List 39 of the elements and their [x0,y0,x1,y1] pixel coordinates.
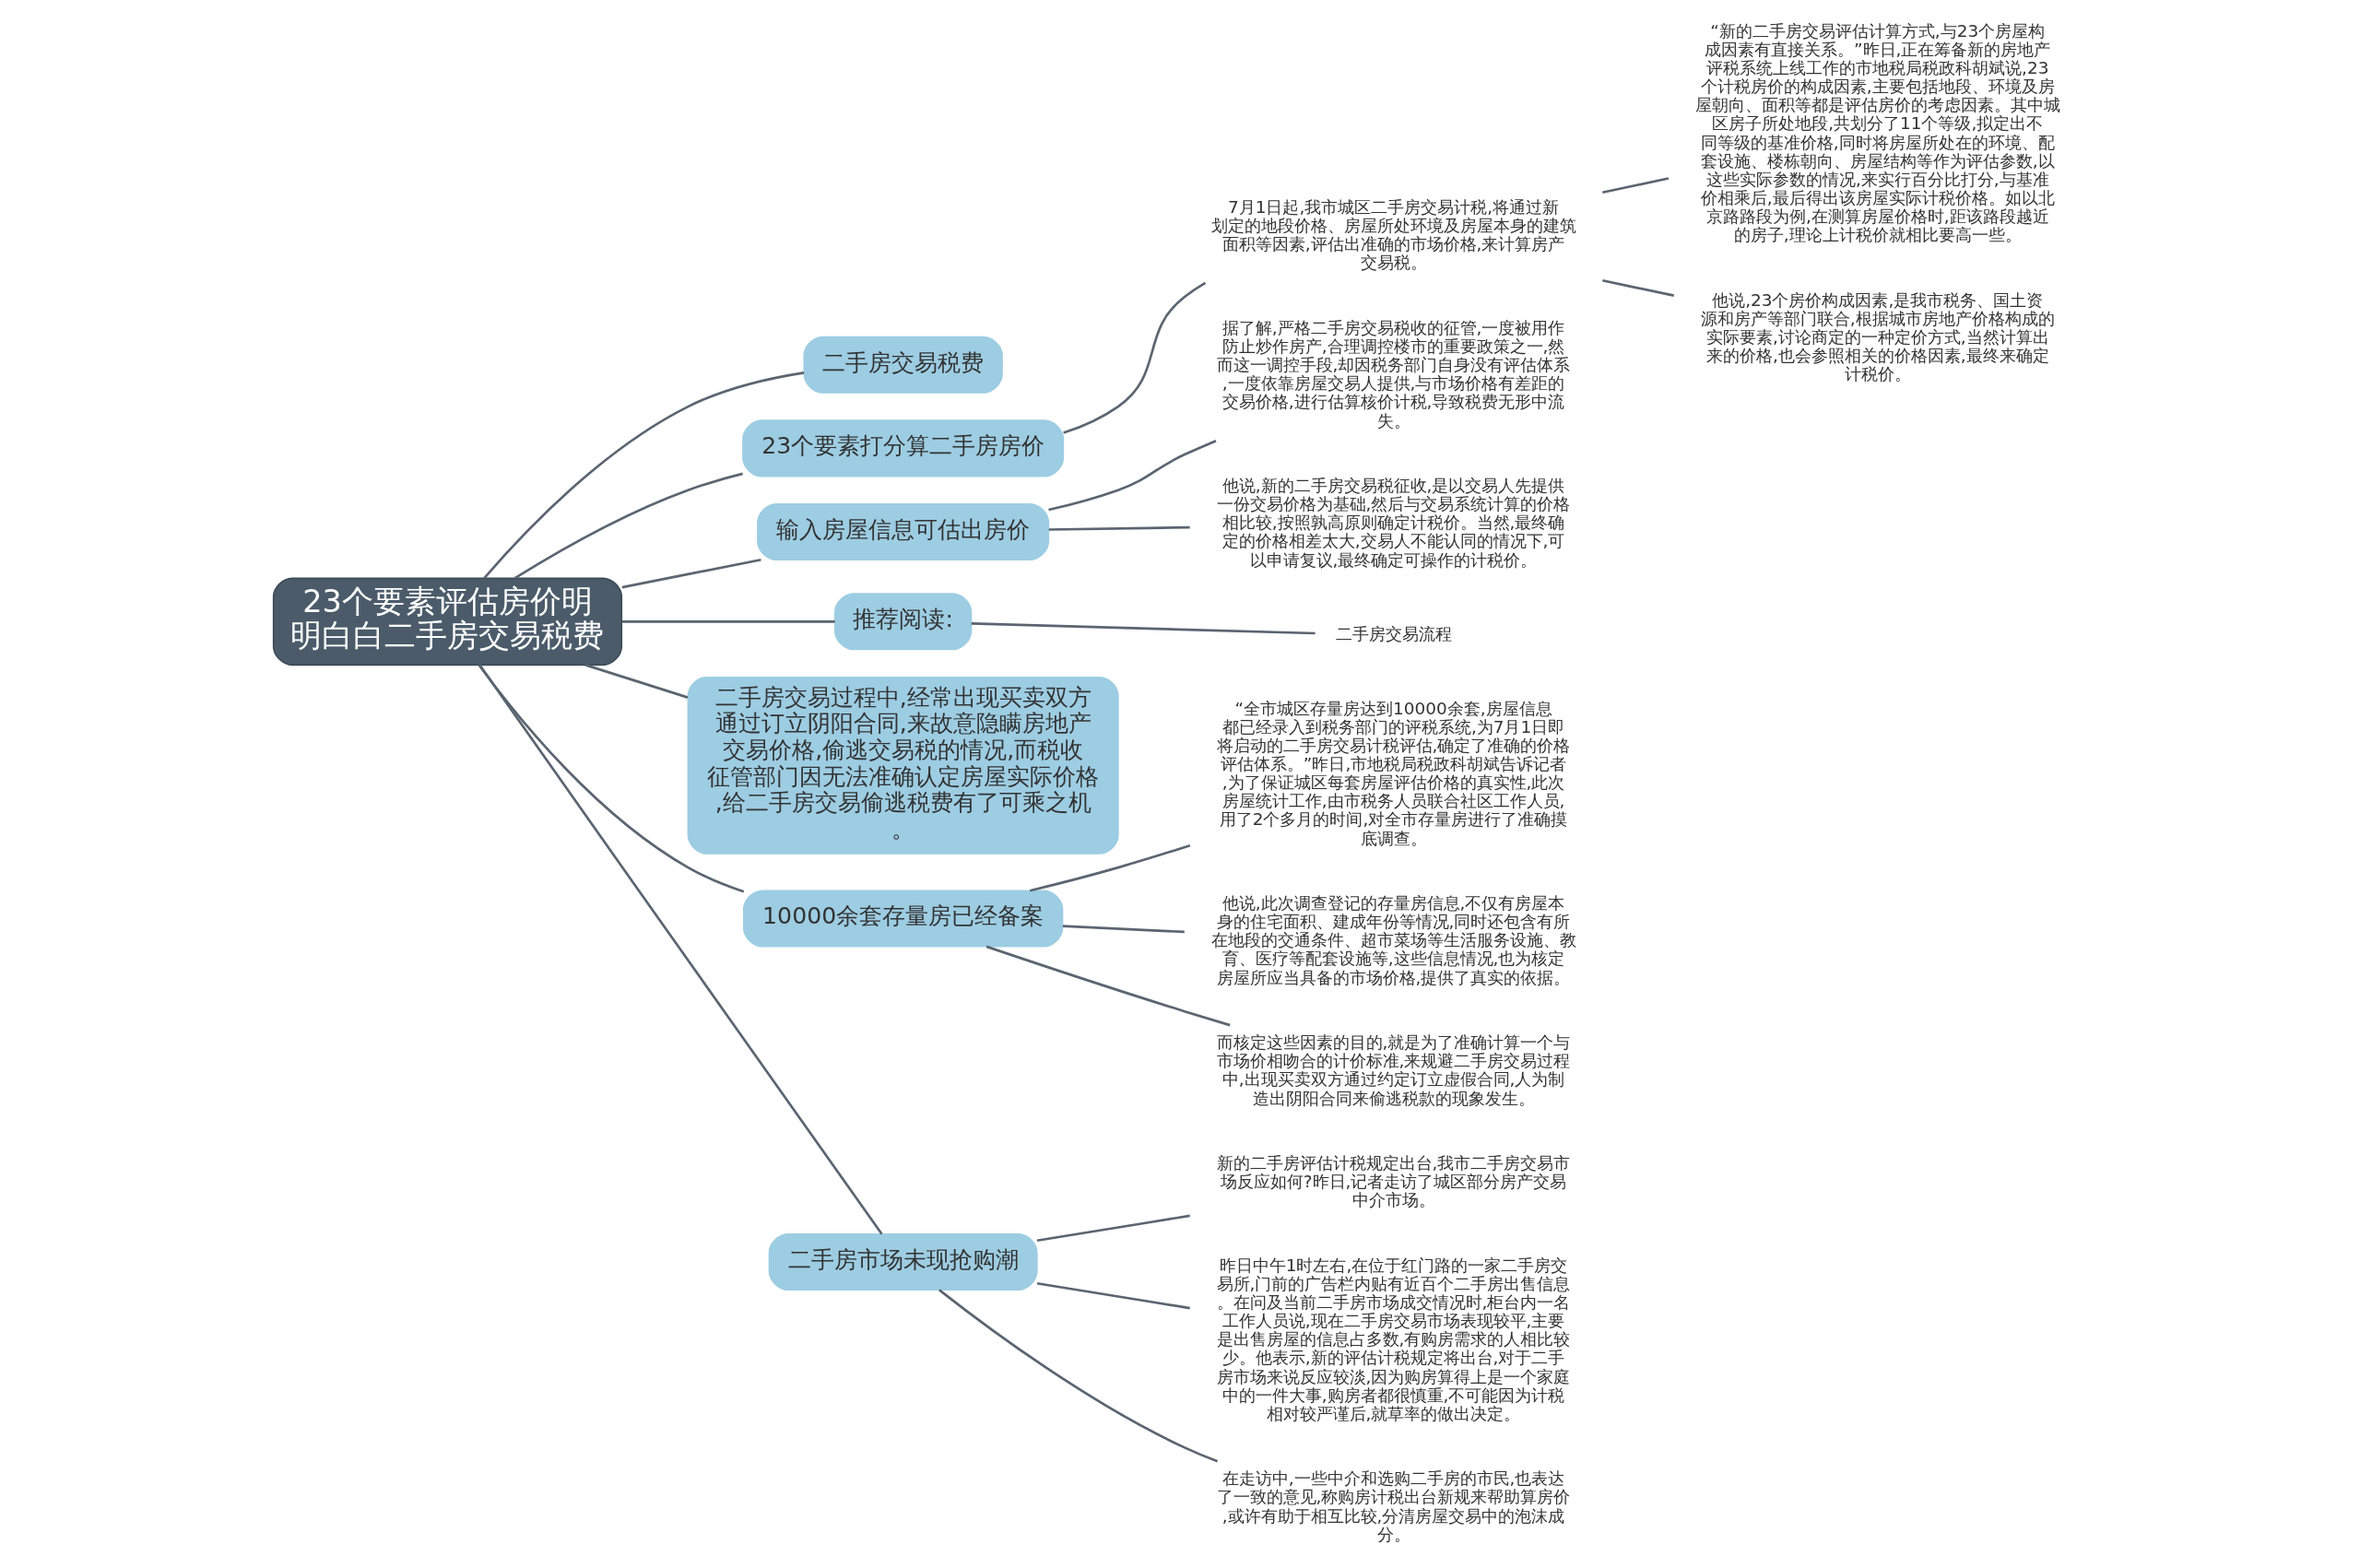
connector [938,1289,1219,1463]
connector [621,619,835,623]
node-box: 二手房市场未现抢购潮 [768,1232,1038,1291]
node-text: 昨日中午1时左右,在位于红门路的一家二手房交易所,门前的广告栏内贴有近百个二手房出售信息。在问及当前二手房市场成交情况时,柜台内一名工作人员说,现在二手房交易市场表现较平,主要是出售房屋的信息占多数,有购房需求的人相比较少。他表示,新的评估计税规定将出台,对于二手房市场来说反应较淡,因为购房算得上是一个家庭中的一件大事,购房者都很慎重,不可能因为计税相对较严谨后,就草率的做出决定。 [1216,1255,1571,1423]
node-text: 在走访中,一些中介和选购二手房的市民,也表达了一致的意见,称购房计税出台新规来帮助算房价,或许有助于相互比较,分清房屋交易中的泡沫成分。 [1216,1468,1571,1544]
node-text: 他说,此次调查登记的存量房信息,不仅有房屋本身的住宅面积、建成年份等情况,同时还包含有所在地段的交通条件、超市菜场等生活服务设施、教育、医疗等配套设施等,这些信息情况,也为核定房屋所应当具备的市场价格,提供了真实的依据。 [1210,893,1576,987]
node-text: 他说,23个房价构成因素,是我市税务、国土资源和房产等部门联合,根据城市房地产价格构成的实际要素,讨论商定的一种定价方式,当然计算出来的价格,也会参照相关的价格因素,最终来确定计税价。 [1700,289,2055,384]
node-text: 新的二手房评估计税规定出台,我市二手房交易市场反应如何?昨日,记者走访了城区部分房产交易中介市场。 [1216,1152,1571,1210]
connector [513,472,743,580]
connector [1048,439,1217,512]
node-box: 二手房交易税费 [803,336,1003,394]
connector [1602,278,1674,297]
connector [1036,1281,1190,1310]
node-text: 7月1日起,我市城区二手房交易计税,将通过新划定的地段价格、房屋所处环境及房屋本身的建筑面积等因素,评估出准确的市场价格,来计算房产交易税。 [1210,196,1576,273]
node-box: 输入房屋信息可估出房价 [757,502,1050,561]
node-text: “全市城区存量房达到10000余套,房屋信息都已经录入到税务部门的评税系统,为7月1日即将启动的二手房交易计税评估,确定了准确的价格评估体系。”昨日,市地税局税政科胡斌告诉记者,为了保证城区每套房屋评估价格的真实性,此次房屋统计工作,由市税务人员联合社区工作人员,用了2个多月的时间,对全市存量房进行了准确摸底调查。 [1216,698,1571,848]
connector [1063,281,1207,434]
connector [478,665,745,893]
node-text: 而核定这些因素的目的,就是为了准确计算一个与市场价相吻合的计价标准,来规避二手房交易过程中,出现买卖双方通过约定订立虚假合同,人为制造出阴阳合同来偷逃税款的现象发生。 [1216,1032,1571,1108]
node-text: 二手房交易流程 [1335,624,1452,644]
connector [478,664,883,1235]
connector [1036,1214,1190,1243]
connector [1602,177,1670,195]
connector [621,558,761,589]
node-box: 10000余套存量房已经备案 [742,890,1064,948]
connector [483,371,805,580]
connector [1048,525,1190,531]
node-box: 23个要素打分算二手房房价 [742,419,1065,477]
connector [1029,843,1191,892]
node-box: 推荐阅读: [833,593,973,651]
node-box: 二手房交易过程中,经常出现买卖双方通过订立阴阳合同,来故意隐瞒房地产交易价格,偷逃交易税的情况,而税收征管部门因无法准确认定房屋实际价格,给二手房交易偷逃税费有了可乘之机。 [687,676,1119,855]
node-text: 据了解,严格二手房交易税收的征管,一度被用作防止炒作房产,合理调控楼市的重要政策之一,然而这一调控手段,却因税务部门自身没有评估体系,一度依靠房屋交易人提供,与市场价格有差距的交易价格,进行估算核价计税,导致税费无形中流失。 [1216,317,1571,430]
node-text: “新的二手房交易评估计算方式,与23个房屋构成因素有直接关系。”昨日,正在筹备新的房地产评税系统上线工作的市地税局税政科胡斌说,23个计税房价的构成因素,主要包括地段、环境及房屋朝向、面积等都是评估房价的考虑因素。其中城区房子所处地段,共划分了11个等级,拟定出不同等级的基准价格,同时将房屋所处在的环境、配套设施、楼栋朝向、房屋结构等作为评估参数,以这些实际参数的情况,来实行百分比打分,与基准价相乘后,最后得出该房屋实际计税价格。如以北京路路段为例,在测算房屋价格时,距该路段越近的房子,理论上计税价就相比要高一些。 [1694,20,2060,245]
connector [985,945,1231,1027]
node-text: 他说,新的二手房交易税征收,是以交易人先提供一份交易价格为基础,然后与交易系统计算的价格相比较,按照孰高原则确定计税价。当然,最终确定的价格相差太大,交易人不能认同的情况下,可以申请复议,最终确定可操作的计税价。 [1216,476,1571,570]
connector [584,664,689,699]
connector [971,622,1316,635]
node-box: 23个要素评估房价明明白白二手房交易税费 [272,577,623,666]
connector [1062,925,1185,934]
